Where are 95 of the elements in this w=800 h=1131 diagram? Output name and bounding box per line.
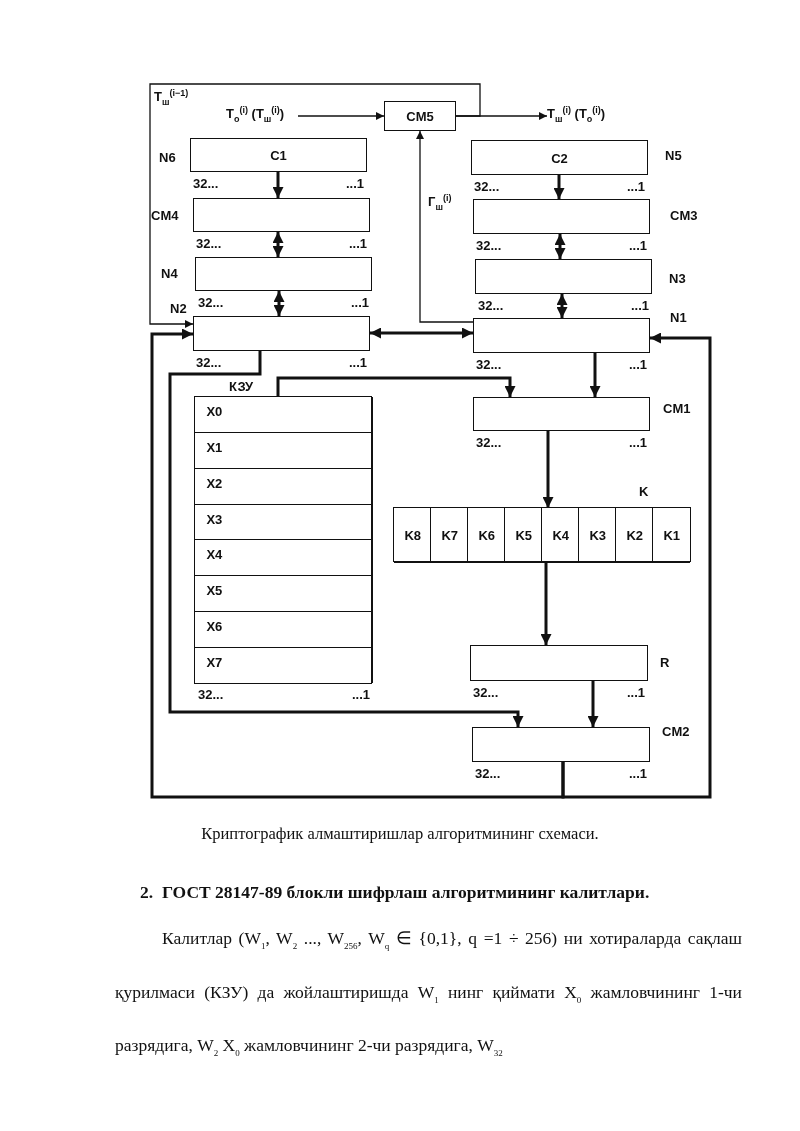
substitution-cell xyxy=(578,507,617,563)
memory-cell xyxy=(194,396,373,434)
bit-range-label: ...1 xyxy=(628,358,647,371)
bit-range-label: 32... xyxy=(198,688,224,701)
register-label: N5 xyxy=(665,149,682,162)
register-name: C2 xyxy=(550,151,569,164)
register-label: CM3 xyxy=(670,209,698,222)
substitution-cell xyxy=(615,507,654,563)
cell-label: K4 xyxy=(551,528,570,542)
arrow xyxy=(542,431,554,508)
arrow xyxy=(554,234,566,259)
bit-range-label: ...1 xyxy=(628,767,647,780)
cell-label: K1 xyxy=(662,528,681,542)
substitution-cell xyxy=(652,507,691,563)
register-name: C1 xyxy=(269,148,288,162)
figure-caption: Криптографик алмаштиришлар алгоритмининг схемаси. xyxy=(200,824,600,844)
bit-range-label: 32... xyxy=(193,177,219,190)
section-heading: 2. ГОСТ 28147-89 блокли шифрлаш алгоритмининг калитлари. xyxy=(140,882,651,903)
cell-label: K5 xyxy=(514,528,533,542)
cell-label: K2 xyxy=(625,528,644,542)
bit-range-label: ...1 xyxy=(630,299,649,312)
register-label: R xyxy=(660,656,670,669)
arrow xyxy=(149,83,481,328)
memory-cell xyxy=(194,467,373,506)
bit-range-label: ...1 xyxy=(348,237,367,250)
register-label: CM2 xyxy=(662,725,690,738)
cell-label: K8 xyxy=(403,528,422,542)
memory-cell xyxy=(194,610,373,649)
register-label: N6 xyxy=(159,151,176,164)
register-label: КЗУ xyxy=(229,380,254,393)
arrow xyxy=(589,353,601,397)
register-label: CM1 xyxy=(663,402,691,415)
bit-range-label: ...1 xyxy=(350,296,369,309)
memory-cell xyxy=(194,575,373,613)
register-label: N3 xyxy=(669,272,686,285)
bit-range-label: 32... xyxy=(198,296,224,309)
arrow xyxy=(297,112,385,120)
substitution-cell xyxy=(393,507,432,563)
arrow xyxy=(273,291,285,316)
bit-range-label: 32... xyxy=(476,358,502,371)
bit-range-label: ...1 xyxy=(626,686,645,699)
arrow xyxy=(540,563,552,645)
substitution-cell xyxy=(504,507,543,563)
memory-cell xyxy=(194,539,373,577)
register-label: K xyxy=(639,485,649,498)
bit-range-label: ...1 xyxy=(348,356,367,369)
register-label: N1 xyxy=(670,311,687,324)
register-label: N2 xyxy=(170,302,187,315)
cell-label: X6 xyxy=(206,619,223,633)
register-name: CM5 xyxy=(405,109,435,123)
bit-range-label: 32... xyxy=(196,356,222,369)
memory-cell xyxy=(194,432,373,470)
bit-range-label: ...1 xyxy=(626,180,645,193)
arrow xyxy=(370,327,473,339)
substitution-cell xyxy=(541,507,580,563)
bit-range-label: 32... xyxy=(473,686,499,699)
cell-label: K7 xyxy=(440,528,459,542)
arrow xyxy=(587,681,599,727)
register-label: CM4 xyxy=(151,209,179,222)
register-box xyxy=(384,101,456,131)
cell-label: X4 xyxy=(206,548,223,562)
cell-label: X0 xyxy=(206,405,223,419)
substitution-cell xyxy=(430,507,469,563)
arrow xyxy=(553,175,565,199)
bit-range-label: 32... xyxy=(474,180,500,193)
substitution-cell xyxy=(467,507,506,563)
bit-range-label: 32... xyxy=(475,767,501,780)
cell-label: K6 xyxy=(477,528,496,542)
arrow xyxy=(272,172,284,198)
bit-range-label: ...1 xyxy=(345,177,364,190)
bit-range-label: 32... xyxy=(476,239,502,252)
bit-range-label: 32... xyxy=(478,299,504,312)
arrow xyxy=(168,351,524,727)
cell-label: X1 xyxy=(206,441,223,455)
bit-range-label: 32... xyxy=(196,237,222,250)
arrow xyxy=(556,294,568,318)
arrow xyxy=(561,332,712,799)
cell-label: X7 xyxy=(206,655,223,669)
bit-range-label: ...1 xyxy=(628,436,647,449)
bit-range-label: ...1 xyxy=(628,239,647,252)
bit-range-label: ...1 xyxy=(351,688,370,701)
arrow xyxy=(276,376,516,397)
signal-label: T$_{ш}$$^{(i)}$ (T$_{о}$$^{(i)}$) xyxy=(547,104,637,132)
bit-range-label: 32... xyxy=(476,436,502,449)
cell-label: X2 xyxy=(206,476,223,490)
arrow xyxy=(416,130,474,323)
cell-label: K3 xyxy=(588,528,607,542)
body-paragraph: Калитлар (W$_{1}$, W$_{2}$ ..., W$_{256}$, W$_{q}$ ∈ {0,1}, q =1 ÷ 256) ни хотираларда сақлаш қурилмаси (КЗУ) да жойлаштиришда W$_{1}$ нинг қиймати X$_{0}$ жамловчининг 1-чи разрядига, W$_{2}$ X$_{0}$ жамловчининг 2-чи разрядига, W$_{32}$ xyxy=(115,927,742,1060)
register-label: N4 xyxy=(161,267,178,280)
signal-label: T$_{о}$$^{(i)}$ (T$_{ш}$$^{(i)}$) xyxy=(226,104,298,132)
cell-label: X3 xyxy=(206,512,223,526)
arrow xyxy=(150,328,565,799)
arrow xyxy=(272,232,284,257)
cell-label: X5 xyxy=(206,584,223,598)
memory-cell xyxy=(194,646,373,684)
